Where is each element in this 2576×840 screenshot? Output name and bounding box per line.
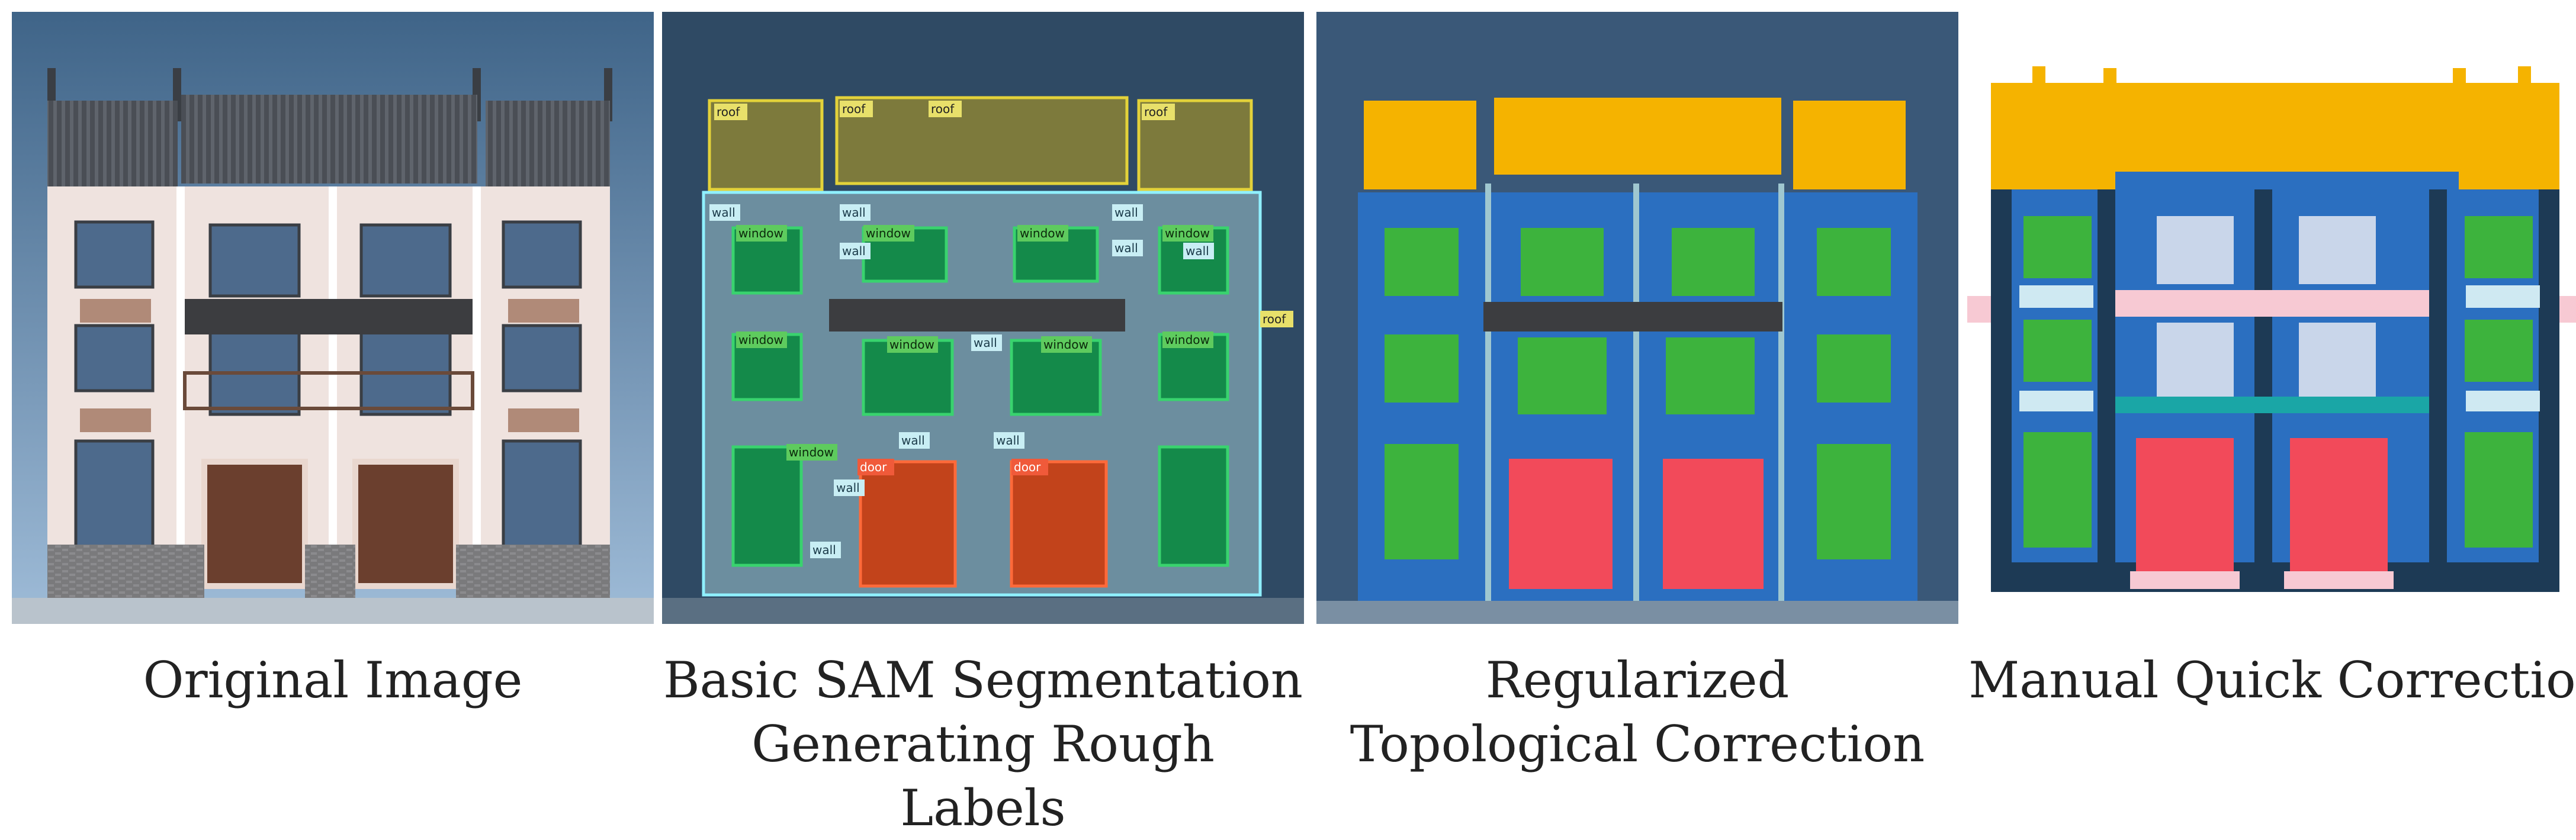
caption-line: Generating Rough Labels: [751, 715, 1215, 837]
tag-wall-10: wall: [836, 481, 860, 495]
tag-window-3: window: [1020, 226, 1065, 240]
tag-wall-4: wall: [1114, 205, 1138, 220]
tag-window-2: window: [866, 226, 911, 240]
caption-line: Original Image: [143, 651, 523, 709]
roof-region-right: [1793, 101, 1906, 189]
original-image-panel: [12, 12, 654, 624]
caption-line: Topological Correction: [1350, 715, 1925, 773]
tag-window-1: window: [738, 226, 783, 240]
tag-wall-3: wall: [842, 244, 866, 258]
tag-window-6: window: [889, 337, 934, 352]
tag-roof-5: roof: [1263, 312, 1286, 326]
tag-wall-11: wall: [812, 543, 836, 557]
tag-wall-2: wall: [842, 205, 866, 220]
tag-window-4: window: [1165, 226, 1210, 240]
manual-correction-panel: [1967, 12, 2576, 624]
caption-sam-segmentation: Basic SAM Segmentation Generating Rough …: [662, 648, 1304, 840]
tag-wall-5: wall: [1114, 241, 1138, 255]
tag-window-9: window: [789, 445, 834, 459]
tag-window-8: window: [1165, 333, 1210, 347]
caption-line: Regularized: [1485, 651, 1790, 709]
tag-window-5: window: [738, 333, 783, 347]
caption-line: Manual Quick Correction: [1968, 651, 2576, 709]
tag-roof-3: roof: [931, 102, 955, 116]
tag-wall-9: wall: [996, 433, 1020, 448]
original-facade-illustration: [12, 12, 654, 624]
tag-door-2: door: [1014, 460, 1041, 474]
roof-region-center: [1494, 98, 1781, 175]
tag-window-7: window: [1043, 337, 1088, 352]
tag-roof-1: roof: [717, 105, 740, 119]
tag-wall-6: wall: [1186, 244, 1209, 258]
tag-wall-8: wall: [901, 433, 925, 448]
tag-roof-4: roof: [1144, 105, 1168, 119]
regularized-mask-illustration: [1316, 12, 1958, 624]
caption-original-image: Original Image: [12, 648, 654, 712]
sam-segmentation-panel: roof roof roof roof roof wall wall wall …: [662, 12, 1304, 624]
tag-wall-7: wall: [974, 336, 997, 350]
tag-roof-2: roof: [842, 102, 866, 116]
roof-region-left: [1364, 101, 1476, 189]
caption-manual-correction: Manual Quick Correction: [1967, 648, 2576, 712]
regularized-correction-panel: [1316, 12, 1958, 624]
caption-line: Basic SAM Segmentation: [663, 651, 1303, 709]
tag-door-1: door: [860, 460, 887, 474]
caption-regularized-correction: Regularized Topological Correction: [1316, 648, 1958, 776]
sam-overlay-illustration: roof roof roof roof roof wall wall wall …: [662, 12, 1304, 624]
final-mask-illustration: [1967, 12, 2576, 624]
tag-wall-1: wall: [712, 205, 735, 220]
